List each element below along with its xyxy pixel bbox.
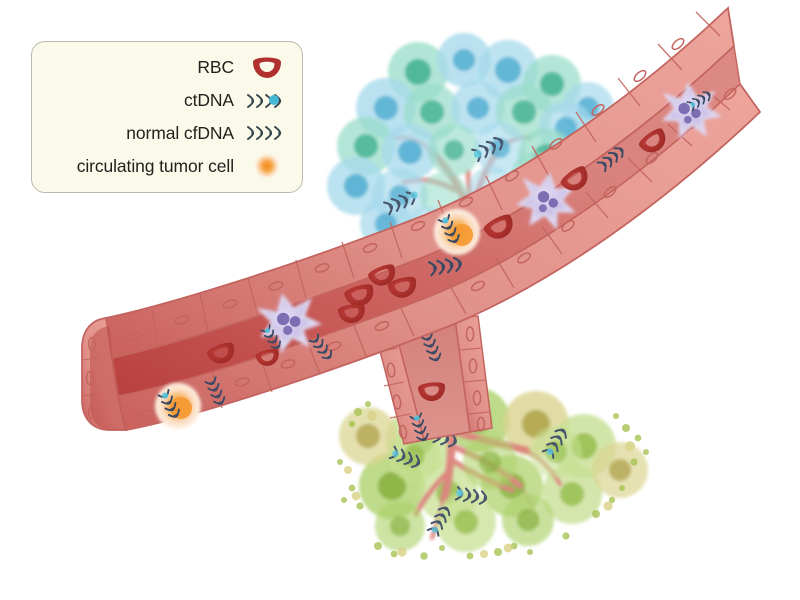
legend-item-normal-cfdna: normal cfDNA (42, 119, 288, 149)
legend-item-ctdna: ctDNA (42, 86, 288, 116)
ctdna-strand (388, 445, 423, 470)
legend-item-rbc: RBC (42, 53, 288, 83)
normal-cfdna-helix-icon (246, 120, 288, 146)
vessel-wall-segments-upper (151, 11, 721, 349)
legend-box: RBC ctDNA (31, 41, 303, 193)
ctdna-helix-icon (246, 88, 288, 114)
circulating-tumor-cell (434, 209, 480, 255)
leukocyte (516, 172, 576, 230)
upper-tumor-cluster (327, 33, 620, 250)
ctdna-strand (454, 486, 489, 506)
legend-label-circulating-tumor-cell: circulating tumor cell (76, 155, 234, 176)
legend-label-normal-cfdna: normal cfDNA (126, 122, 234, 143)
endothelial-nuclei-lower (138, 87, 737, 419)
ctdna-strand (471, 134, 506, 162)
ctdna-strand (157, 389, 183, 421)
ctdna-strand (541, 425, 570, 459)
rbc-icon (246, 55, 288, 81)
ctdna-strand (260, 324, 284, 352)
endothelial-nuclei-upper (126, 37, 685, 341)
tumor-granules (337, 401, 649, 560)
ctdna-strand (426, 504, 453, 537)
endothelial-nuclei-cap (85, 336, 97, 420)
legend-item-circulating-tumor-cell: circulating tumor cell (42, 151, 288, 181)
ctdna-strand (383, 189, 419, 216)
legend-label-rbc: RBC (197, 57, 234, 78)
lower-tumor-cells-front (375, 426, 582, 552)
legend-label-ctdna: ctDNA (183, 90, 234, 111)
circulating-tumor-cell-icon (246, 153, 288, 180)
ctdna-strand (437, 214, 462, 246)
circulating-tumor-cell (155, 383, 201, 429)
ctdna-strand (409, 412, 431, 443)
leukocyte (256, 293, 323, 354)
main-blood-vessel (81, 6, 762, 432)
tumor-granules-olive (344, 411, 635, 558)
lower-tumor-cluster (337, 388, 649, 560)
ctdna-strand (686, 89, 713, 112)
